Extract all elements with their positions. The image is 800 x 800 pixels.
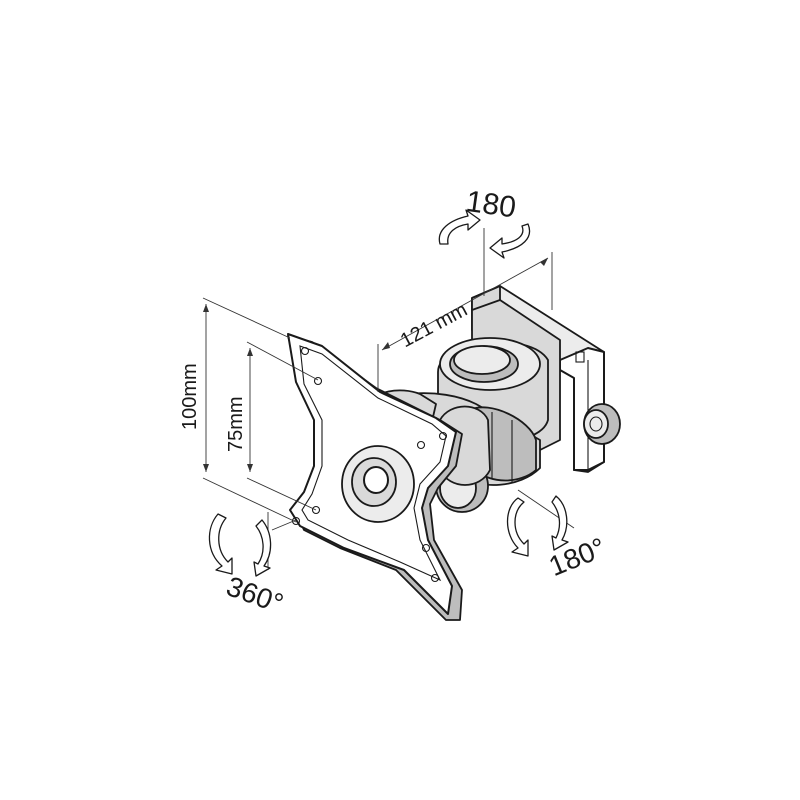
vesa-plate xyxy=(287,333,463,621)
tilt-arrow-a xyxy=(506,497,529,557)
rotate-arrow-left xyxy=(438,209,481,245)
rotate-arrow-360b xyxy=(253,519,272,577)
rotation-top-label: 180 xyxy=(464,185,518,225)
rotation-arrows xyxy=(208,209,569,577)
tension-knob xyxy=(583,403,621,445)
rotation-plate-label: 360° xyxy=(222,570,287,619)
rotate-arrow-right xyxy=(489,223,531,259)
vesa-outer-label: 100mm xyxy=(179,363,201,430)
tilt-arrow-b xyxy=(551,495,569,551)
rotate-arrow-360a xyxy=(208,513,233,575)
vesa-inner-label: 75mm xyxy=(225,396,247,452)
dimension-lines xyxy=(202,228,575,570)
